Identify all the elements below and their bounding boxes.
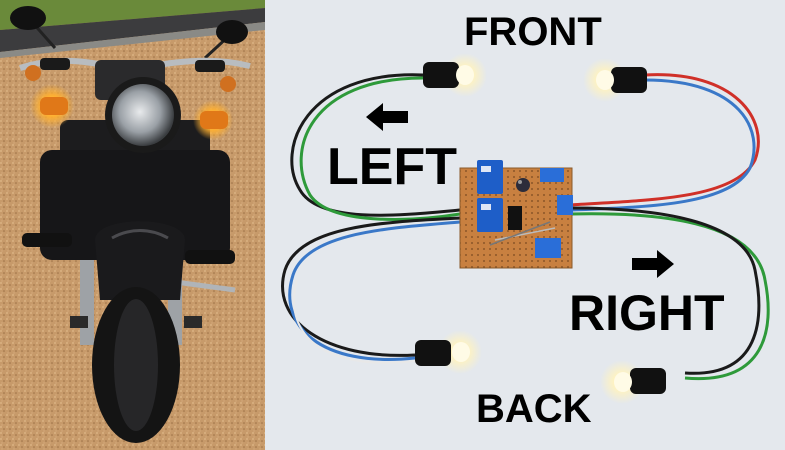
relay-1 xyxy=(477,160,503,194)
terminal-block-right xyxy=(557,195,573,215)
relay-2 xyxy=(477,198,503,232)
label-back: BACK xyxy=(476,387,592,431)
lamp-front-left xyxy=(423,62,459,88)
right-turn-signal xyxy=(200,111,228,129)
ic-chip xyxy=(508,206,522,230)
front-fender xyxy=(95,221,185,300)
label-left: LEFT xyxy=(327,138,457,196)
label-front: FRONT xyxy=(464,10,602,54)
left-mirror xyxy=(10,6,46,30)
capacitor xyxy=(516,178,530,192)
front-right-bar-signal xyxy=(220,76,236,92)
label-right: RIGHT xyxy=(569,285,725,341)
terminal-block-top xyxy=(540,168,564,182)
arrow-right-icon xyxy=(632,250,674,278)
left-turn-signal xyxy=(40,97,68,115)
turn-signal-circuit-photo xyxy=(265,0,785,450)
terminal-block-bottom xyxy=(535,238,561,258)
arrow-left-icon xyxy=(366,103,408,131)
lamp-back-right xyxy=(630,368,666,394)
lamp-back-left xyxy=(415,340,451,366)
motorcycle-photo xyxy=(0,0,265,450)
right-mirror xyxy=(216,20,248,44)
front-left-bar-signal xyxy=(25,65,41,81)
lamp-front-right xyxy=(611,67,647,93)
